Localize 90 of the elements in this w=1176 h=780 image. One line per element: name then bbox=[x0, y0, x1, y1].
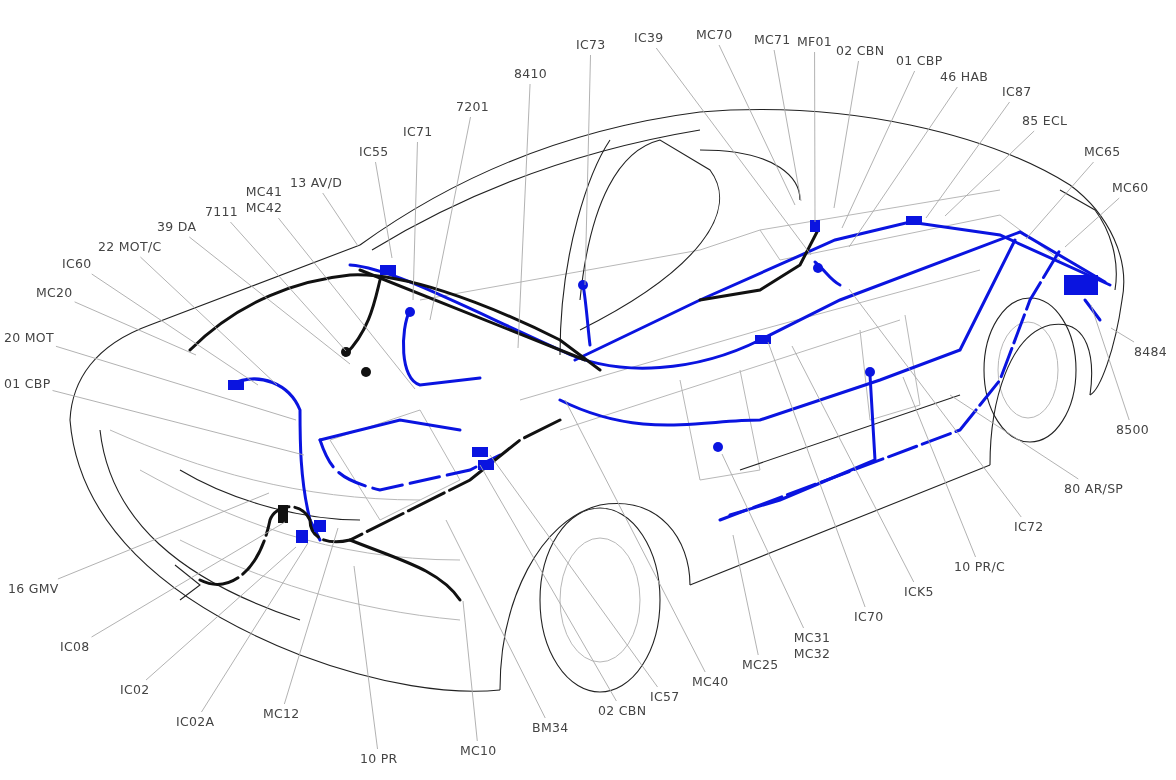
callout-label: 02 CBN bbox=[836, 43, 885, 59]
callout-label: MC20 bbox=[36, 285, 73, 301]
callout-label: 85 ECL bbox=[1022, 113, 1068, 129]
callout-label: IC60 bbox=[62, 256, 92, 272]
leader-line bbox=[848, 288, 1022, 518]
callout-label: 16 GMV bbox=[8, 581, 59, 597]
leader-line bbox=[1110, 327, 1135, 343]
callout-label: 10 PR/C bbox=[954, 559, 1006, 575]
leader-line bbox=[767, 341, 866, 608]
callout-label: 39 DA bbox=[157, 219, 197, 235]
leader-line bbox=[445, 519, 546, 719]
callout-label: 02 CBN bbox=[598, 703, 647, 719]
leader-line bbox=[91, 273, 259, 386]
leader-line bbox=[145, 546, 297, 681]
leader-line bbox=[1064, 197, 1120, 248]
callout-label: MC40 bbox=[692, 674, 729, 690]
callout-label: 8410 bbox=[514, 66, 547, 82]
leader-line bbox=[55, 345, 297, 421]
callout-label: MC65 bbox=[1084, 144, 1121, 160]
leader-line bbox=[584, 54, 591, 286]
callout-label: IC55 bbox=[359, 144, 389, 160]
callout-label: IC71 bbox=[403, 124, 433, 140]
leader-line bbox=[57, 492, 270, 580]
leader-line bbox=[718, 44, 796, 206]
callout-label: MC60 bbox=[1112, 180, 1149, 196]
leader-line bbox=[74, 301, 197, 356]
callout-label: MC10 bbox=[460, 743, 497, 759]
leader-line bbox=[52, 390, 305, 456]
leader-line bbox=[230, 221, 347, 352]
leader-line bbox=[791, 345, 915, 583]
leader-line bbox=[429, 116, 471, 321]
callout-label: IC70 bbox=[854, 609, 884, 625]
leader-line bbox=[833, 60, 859, 209]
leader-line bbox=[489, 454, 658, 688]
leader-line bbox=[655, 47, 812, 256]
callout-label: MC12 bbox=[263, 706, 300, 722]
leader-line bbox=[277, 217, 416, 390]
callout-label: 8500 bbox=[1116, 422, 1149, 438]
leader-line bbox=[841, 70, 916, 229]
callout-label: 8484 bbox=[1134, 344, 1167, 360]
callout-label: 7111 bbox=[205, 204, 238, 220]
callout-label: 13 AV/D bbox=[290, 175, 343, 191]
callout-label: IC02A bbox=[176, 714, 215, 730]
leader-line bbox=[201, 542, 309, 713]
callout-label: 80 AR/SP bbox=[1064, 481, 1124, 497]
callout-label: IC73 bbox=[576, 37, 606, 53]
callout-label: IC02 bbox=[120, 682, 150, 698]
leader-line bbox=[944, 130, 1035, 217]
leader-line bbox=[925, 101, 1010, 219]
leader-line bbox=[479, 464, 617, 702]
leader-line bbox=[814, 51, 816, 223]
callout-label: 20 MOT bbox=[4, 330, 54, 346]
leader-line bbox=[949, 394, 1079, 480]
callout-label: 01 CBP bbox=[4, 376, 51, 392]
leader-line bbox=[848, 86, 958, 248]
callout-label: BM34 bbox=[532, 720, 569, 736]
callout-label: IC57 bbox=[650, 689, 680, 705]
callout-label: 10 PR bbox=[360, 751, 398, 767]
callout-label: MF01 bbox=[797, 34, 833, 50]
leader-line bbox=[721, 453, 804, 629]
leader-line bbox=[322, 192, 359, 247]
leader-line bbox=[139, 256, 278, 386]
callout-label: MC71 bbox=[754, 32, 791, 48]
callout-label: 22 MOT/C bbox=[98, 239, 162, 255]
leader-line bbox=[412, 141, 418, 301]
callout-label: MC70 bbox=[696, 27, 733, 43]
leader-line bbox=[564, 399, 706, 673]
leader-line bbox=[517, 83, 531, 349]
callout-label: IC39 bbox=[634, 30, 664, 46]
callout-label: IC72 bbox=[1014, 519, 1044, 535]
leader-line bbox=[353, 565, 378, 750]
leader-line bbox=[462, 600, 478, 742]
leader-line bbox=[283, 527, 339, 705]
leader-line bbox=[1025, 161, 1094, 240]
callout-label: IC87 bbox=[1002, 84, 1032, 100]
callout-label: ICK5 bbox=[904, 584, 934, 600]
leader-line bbox=[773, 49, 802, 202]
callout-label: 46 HAB bbox=[940, 69, 989, 85]
leader-line bbox=[732, 534, 759, 656]
callout-label: IC08 bbox=[60, 639, 90, 655]
callout-label: 7201 bbox=[456, 99, 489, 115]
leader-line bbox=[375, 161, 393, 259]
callout-label: MC41 MC42 bbox=[244, 184, 284, 216]
callout-label: 01 CBP bbox=[896, 53, 943, 69]
leader-line bbox=[91, 521, 286, 638]
callout-label: MC25 bbox=[742, 657, 779, 673]
callout-label: MC31 MC32 bbox=[792, 630, 832, 662]
leader-line bbox=[188, 236, 351, 365]
leader-line bbox=[1090, 304, 1130, 421]
leader-line bbox=[902, 376, 976, 558]
